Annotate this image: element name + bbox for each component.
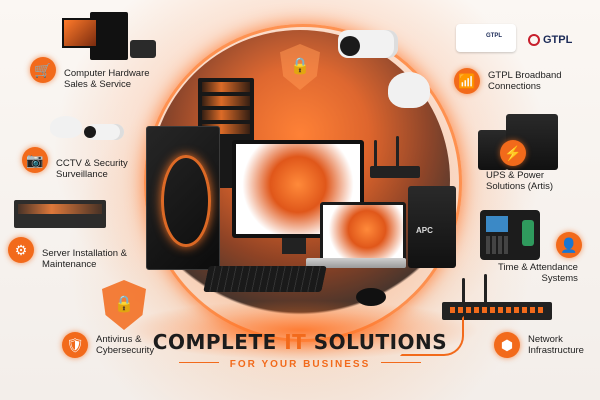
gtpl-logo-text: GTPL <box>543 34 573 46</box>
feature-label-line2: Systems <box>541 273 578 284</box>
shield-lock-icon: 🛡 <box>62 332 88 358</box>
headline: COMPLETE IT SOLUTIONS FOR YOUR BUSINESS <box>0 330 600 372</box>
router-antenna <box>374 140 377 168</box>
cctv-camera-icon: 📷 <box>22 147 48 173</box>
feature-label-line1: Server Installation & <box>42 248 128 259</box>
wifi-icon: 📶 <box>454 68 480 94</box>
feature-antivirus: 🛡 Antivirus & Cybersecurity <box>62 332 154 358</box>
feature-label-line1: GTPL Broadband <box>488 70 562 81</box>
laptop-display <box>323 205 403 259</box>
feature-label: Server Installation & Maintenance <box>42 248 127 270</box>
monitor-thumbnail <box>62 18 98 48</box>
feature-attendance-label: Time & Attendance Systems <box>498 262 578 284</box>
laptop-screen <box>320 202 406 262</box>
orange-network-cable <box>400 316 464 356</box>
gtpl-router-label: GTPL <box>486 33 502 39</box>
feature-label: Antivirus & Cybersecurity <box>96 334 154 356</box>
feature-label-line2: Surveillance <box>56 169 108 180</box>
attendance-screen <box>486 216 508 232</box>
server-slot <box>202 124 250 134</box>
padlock-icon: 🔒 <box>114 296 134 313</box>
router-antenna <box>396 136 399 168</box>
cctv-dome-camera-thumbnail <box>50 116 82 138</box>
monitor-stand <box>282 238 306 254</box>
headline-subtitle: FOR YOUR BUSINESS <box>229 359 371 370</box>
attendance-keypad <box>486 236 508 254</box>
feature-gtpl-broadband: 📶 GTPL Broadband Connections <box>454 68 562 94</box>
headline-title-part2: SOLUTIONS <box>306 330 448 354</box>
headline-title-part1: COMPLETE <box>152 330 285 354</box>
server-gear-icon: ⚙ <box>8 237 34 263</box>
gtpl-logo: GTPL <box>528 34 572 46</box>
power-bolt-icon: ⚡ <box>500 140 526 166</box>
feature-label: CCTV & Security Surveillance <box>56 158 128 180</box>
switch-ports <box>450 307 544 313</box>
feature-label-line1: Time & Attendance <box>498 262 578 273</box>
server-slot <box>202 110 250 120</box>
orange-swirl-glow <box>120 300 480 360</box>
padlock-icon: 🔒 <box>290 58 310 75</box>
gaming-pc-tower <box>146 126 220 270</box>
ups-brand-label: APC <box>416 226 433 235</box>
dome-camera-graphic <box>388 72 430 108</box>
wifi-router-graphic <box>370 166 420 178</box>
feature-label-line2: Cybersecurity <box>96 345 155 356</box>
headline-title-accent: IT <box>284 330 307 354</box>
subtitle-dash-left <box>179 362 220 364</box>
cctv-camera-lens <box>340 36 360 56</box>
router-antenna <box>484 274 487 304</box>
feature-label-line2: Sales & Service <box>64 79 132 90</box>
feature-label-line2: Maintenance <box>42 259 97 270</box>
printer-thumbnail <box>130 40 156 58</box>
gtpl-logo-mark-icon <box>528 34 540 46</box>
feature-label-line1: CCTV & Security <box>56 158 128 169</box>
server-slot <box>202 96 250 106</box>
person-clock-icon: 👤 <box>556 232 582 258</box>
router-antenna <box>462 278 465 304</box>
cctv-bullet-lens <box>84 126 96 138</box>
feature-label-line1: UPS & Power <box>486 170 545 181</box>
feature-label-line2: Solutions (Artis) <box>486 181 554 192</box>
feature-label-line1: Network <box>528 334 563 345</box>
gtpl-router-thumbnail: GTPL <box>456 24 516 52</box>
server-rack-thumbnail <box>14 200 106 228</box>
network-switch-thumbnail <box>442 302 552 320</box>
feature-label: Computer Hardware Sales & Service <box>64 68 150 90</box>
server-slot <box>202 82 250 92</box>
feature-ups-power: ⚡ <box>500 140 526 166</box>
subtitle-dash-right <box>380 362 421 364</box>
shopping-cart-icon: 🛒 <box>30 57 56 83</box>
headline-subtitle-row: FOR YOUR BUSINESS <box>0 354 600 372</box>
cctv-bullet-camera-thumbnail <box>86 124 124 140</box>
feature-server-installation: ⚙ Server Installation & Maintenance <box>8 230 127 270</box>
headline-title: COMPLETE IT SOLUTIONS <box>0 330 600 354</box>
feature-ups-label: UPS & Power Solutions (Artis) <box>486 170 553 192</box>
feature-label-line2: Connections <box>488 81 541 92</box>
keyboard-graphic <box>203 266 327 292</box>
feature-cctv-security: 📷 CCTV & Security Surveillance <box>22 140 128 180</box>
feature-label-line2: Infrastructure <box>528 345 584 356</box>
attendance-device-thumbnail <box>480 210 540 260</box>
feature-label-line1: Computer Hardware <box>64 68 150 79</box>
feature-label-line1: Antivirus & <box>96 334 142 345</box>
apc-ups-graphic: APC <box>408 186 456 268</box>
mouse-graphic <box>356 288 386 306</box>
laptop-base <box>306 258 406 268</box>
fingerprint-sensor <box>522 220 534 246</box>
feature-label: Network Infrastructure <box>528 334 584 356</box>
server-slot <box>18 204 102 214</box>
feature-computer-hardware: 🛒 Computer Hardware Sales & Service <box>30 50 150 90</box>
feature-network-infrastructure: ⬢ Network Infrastructure <box>494 332 584 358</box>
feature-time-attendance: 👤 <box>556 232 582 258</box>
network-nodes-icon: ⬢ <box>494 332 520 358</box>
feature-label: GTPL Broadband Connections <box>488 70 562 92</box>
